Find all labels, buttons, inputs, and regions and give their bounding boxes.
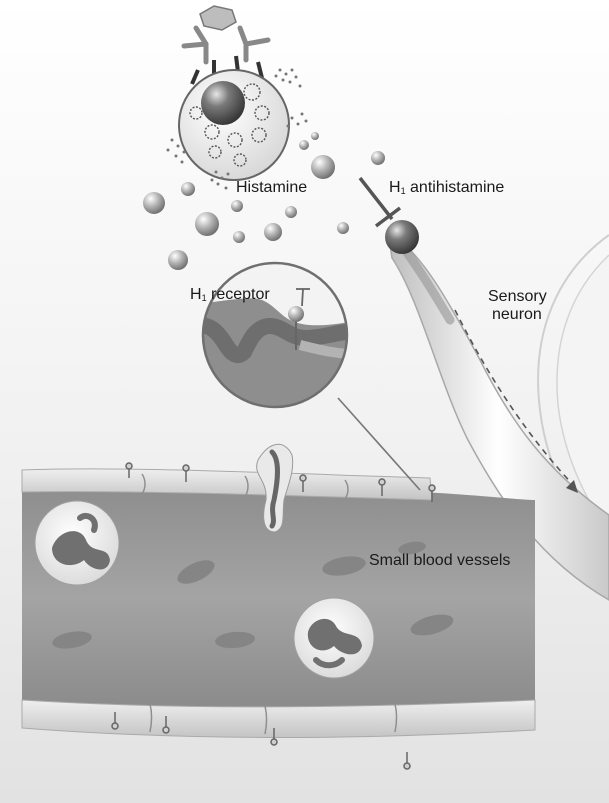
h-letter: H <box>190 286 202 303</box>
neuron-text: neuron <box>492 306 542 323</box>
receptor-text: receptor <box>211 286 270 303</box>
label-h1-antihistamine: H1 antihistamine <box>389 179 504 200</box>
antihistamine-block-bar <box>374 206 402 228</box>
label-histamine: Histamine <box>236 179 307 197</box>
histamine-text: Histamine <box>236 179 308 196</box>
magnifier-connector <box>337 397 421 491</box>
allergen-antibody-complex <box>181 5 271 85</box>
antihistamine-molecule <box>385 220 419 254</box>
h-letter: H <box>389 179 401 196</box>
blood-vessel <box>21 443 536 738</box>
mast-cell-nucleus <box>201 81 245 125</box>
small-blood-vessels-text: Small blood vessels <box>369 552 511 569</box>
antihistamine-text: antihistamine <box>410 179 505 196</box>
sensory-text: Sensory <box>488 288 547 305</box>
magnified-receptor-view <box>201 261 349 409</box>
allergen-icon <box>199 5 237 31</box>
magnified-receptor-bound-molecule <box>288 306 304 322</box>
subscript-1: 1 <box>400 186 406 196</box>
signal-arrowhead <box>566 480 578 493</box>
histamine-molecules <box>143 132 385 270</box>
white-blood-cell-left <box>34 500 120 586</box>
white-blood-cell-right <box>293 597 375 679</box>
label-small-blood-vessels: Small blood vessels <box>369 552 510 570</box>
signal-arrow-line <box>454 309 579 491</box>
label-h1-receptor: H1 receptor <box>190 286 270 307</box>
vessel-h1-receptors <box>111 462 436 770</box>
mast-cell <box>166 68 308 190</box>
label-sensory-neuron: Sensory neuron <box>488 288 547 324</box>
antihistamine-stem <box>358 176 394 221</box>
subscript-1: 1 <box>201 293 207 303</box>
